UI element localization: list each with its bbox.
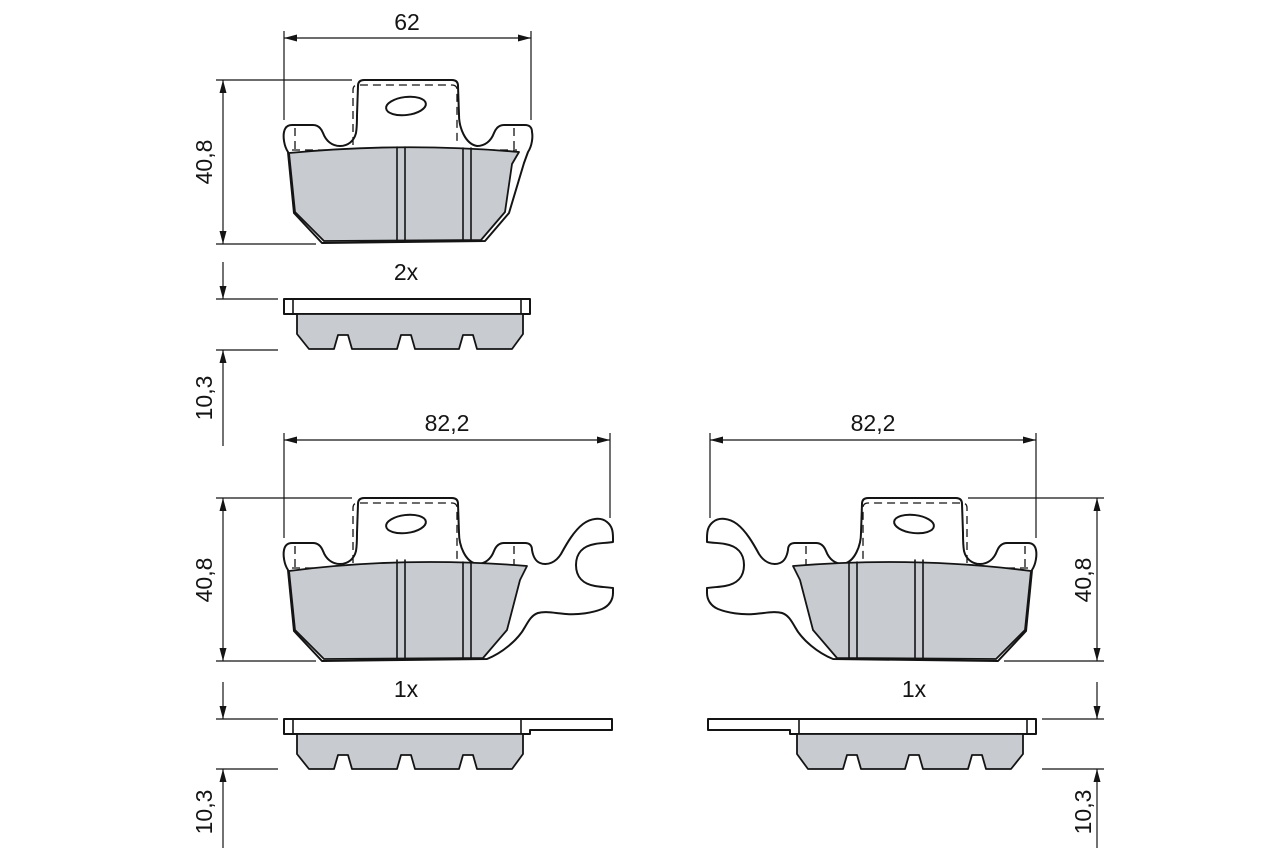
front-view-bottom-left-pad xyxy=(282,497,614,662)
view-bottom-left-pad: 82,2 40,8 1x 10,3 xyxy=(191,410,614,848)
width-value: 82,2 xyxy=(851,410,896,436)
friction-material xyxy=(288,146,520,242)
height-value: 40,8 xyxy=(191,140,217,185)
front-view-top-pad xyxy=(282,79,534,244)
width-value: 82,2 xyxy=(425,410,470,436)
backplate-tab-dashed xyxy=(352,84,458,145)
thickness-value: 10,3 xyxy=(1070,790,1096,835)
quantity-label: 1x xyxy=(394,676,419,702)
dimension-top-thickness: 10,3 xyxy=(191,262,278,446)
thickness-value: 10,3 xyxy=(191,376,217,421)
height-value: 40,8 xyxy=(1070,558,1096,603)
quantity-label: 2x xyxy=(394,259,419,285)
dimension-bottom-right-thickness: 10,3 xyxy=(1042,682,1104,848)
side-view-bottom-right-pad xyxy=(707,718,1037,770)
dimension-bottom-left-thickness: 10,3 xyxy=(191,682,278,848)
front-view-bottom-right-pad xyxy=(706,497,1038,662)
view-top-pad: 62 40,8 2x 10,3 xyxy=(191,9,534,446)
friction-side-strip xyxy=(296,313,524,350)
dimension-bottom-right-height: 40,8 xyxy=(968,497,1104,662)
backplate-side-strip xyxy=(283,298,531,315)
side-view-bottom-left-pad xyxy=(283,718,613,770)
view-bottom-right-pad: 82,2 40,8 1x 10,3 xyxy=(706,410,1104,848)
dimension-bottom-left-width: 82,2 xyxy=(283,410,611,538)
thickness-value: 10,3 xyxy=(191,790,217,835)
dimension-top-width: 62 xyxy=(283,9,532,120)
dimension-bottom-right-width: 82,2 xyxy=(709,410,1037,538)
dimension-bottom-left-height: 40,8 xyxy=(191,497,352,662)
side-view-top-pad xyxy=(283,298,531,350)
dimension-top-height: 40,8 xyxy=(191,79,352,245)
mounting-slot xyxy=(385,95,427,117)
width-value: 62 xyxy=(394,9,420,35)
height-value: 40,8 xyxy=(191,558,217,603)
quantity-label: 1x xyxy=(902,676,927,702)
